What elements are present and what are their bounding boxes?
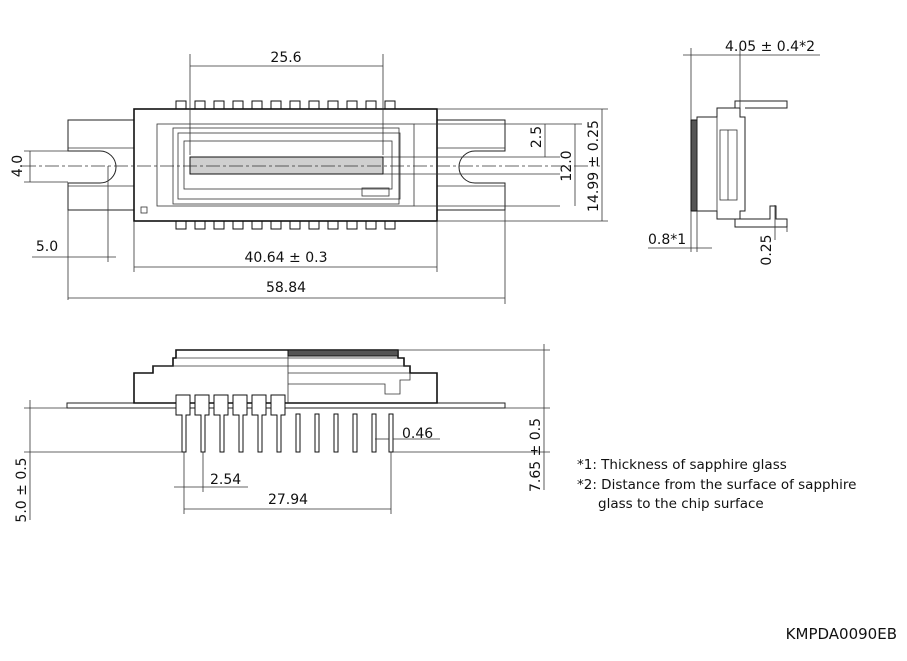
left-flange [67, 119, 134, 211]
note-2-continued: glass to the chip surface [598, 496, 764, 512]
note-2: *2: Distance from the surface of sapphir… [577, 477, 856, 493]
dim-body-width: 14.99 ± 0.25 [586, 120, 602, 212]
pin1-marker [140, 206, 148, 214]
drawing-code: KMPDA0090EB [786, 625, 897, 643]
front-pins [175, 394, 394, 453]
sapphire-glass [690, 119, 698, 212]
dim-slot-width: 5.0 [36, 239, 58, 255]
dim-pin-pitch: 2.54 [210, 472, 241, 488]
photosensitive-area [189, 156, 384, 175]
dim-glass-thickness: 0.8*1 [648, 232, 686, 248]
dim-pin-span: 27.94 [268, 492, 308, 508]
front-glass [287, 349, 399, 357]
index-mark [361, 187, 390, 197]
top-pin-row [175, 100, 396, 110]
dim-body-length: 40.64 ± 0.3 [245, 250, 328, 266]
bottom-pin-row [175, 220, 396, 230]
dim-slot-height: 4.0 [10, 155, 26, 177]
dim-pin-diameter: 0.46 [402, 426, 433, 442]
dim-pin-length: 5.0 ± 0.5 [14, 457, 30, 522]
dim-window-offset: 2.5 [529, 126, 545, 148]
top-view: 25.6 4.0 5.0 40.64 ± 0.3 58.84 2.5 12.0 … [10, 50, 608, 304]
note-1: *1: Thickness of sapphire glass [577, 457, 787, 473]
top-lead [734, 100, 788, 109]
notes: *1: Thickness of sapphire glass *2: Dist… [577, 457, 856, 512]
dim-window-length: 25.6 [270, 50, 301, 66]
front-view: 5.0 ± 0.5 7.65 ± 0.5 0.46 2.54 27.94 [14, 344, 550, 523]
dim-window-height: 12.0 [559, 150, 575, 181]
dim-side-depth: 4.05 ± 0.4*2 [725, 39, 815, 55]
dim-lead-thickness: 0.25 [759, 234, 775, 265]
bottom-lead [734, 205, 788, 228]
window-frame [156, 123, 415, 207]
dim-total-length: 58.84 [266, 280, 306, 296]
side-view: 4.05 ± 0.4*2 0.8*1 0.25 [648, 39, 820, 266]
right-flange [437, 119, 506, 211]
dim-total-height: 7.65 ± 0.5 [528, 418, 544, 492]
